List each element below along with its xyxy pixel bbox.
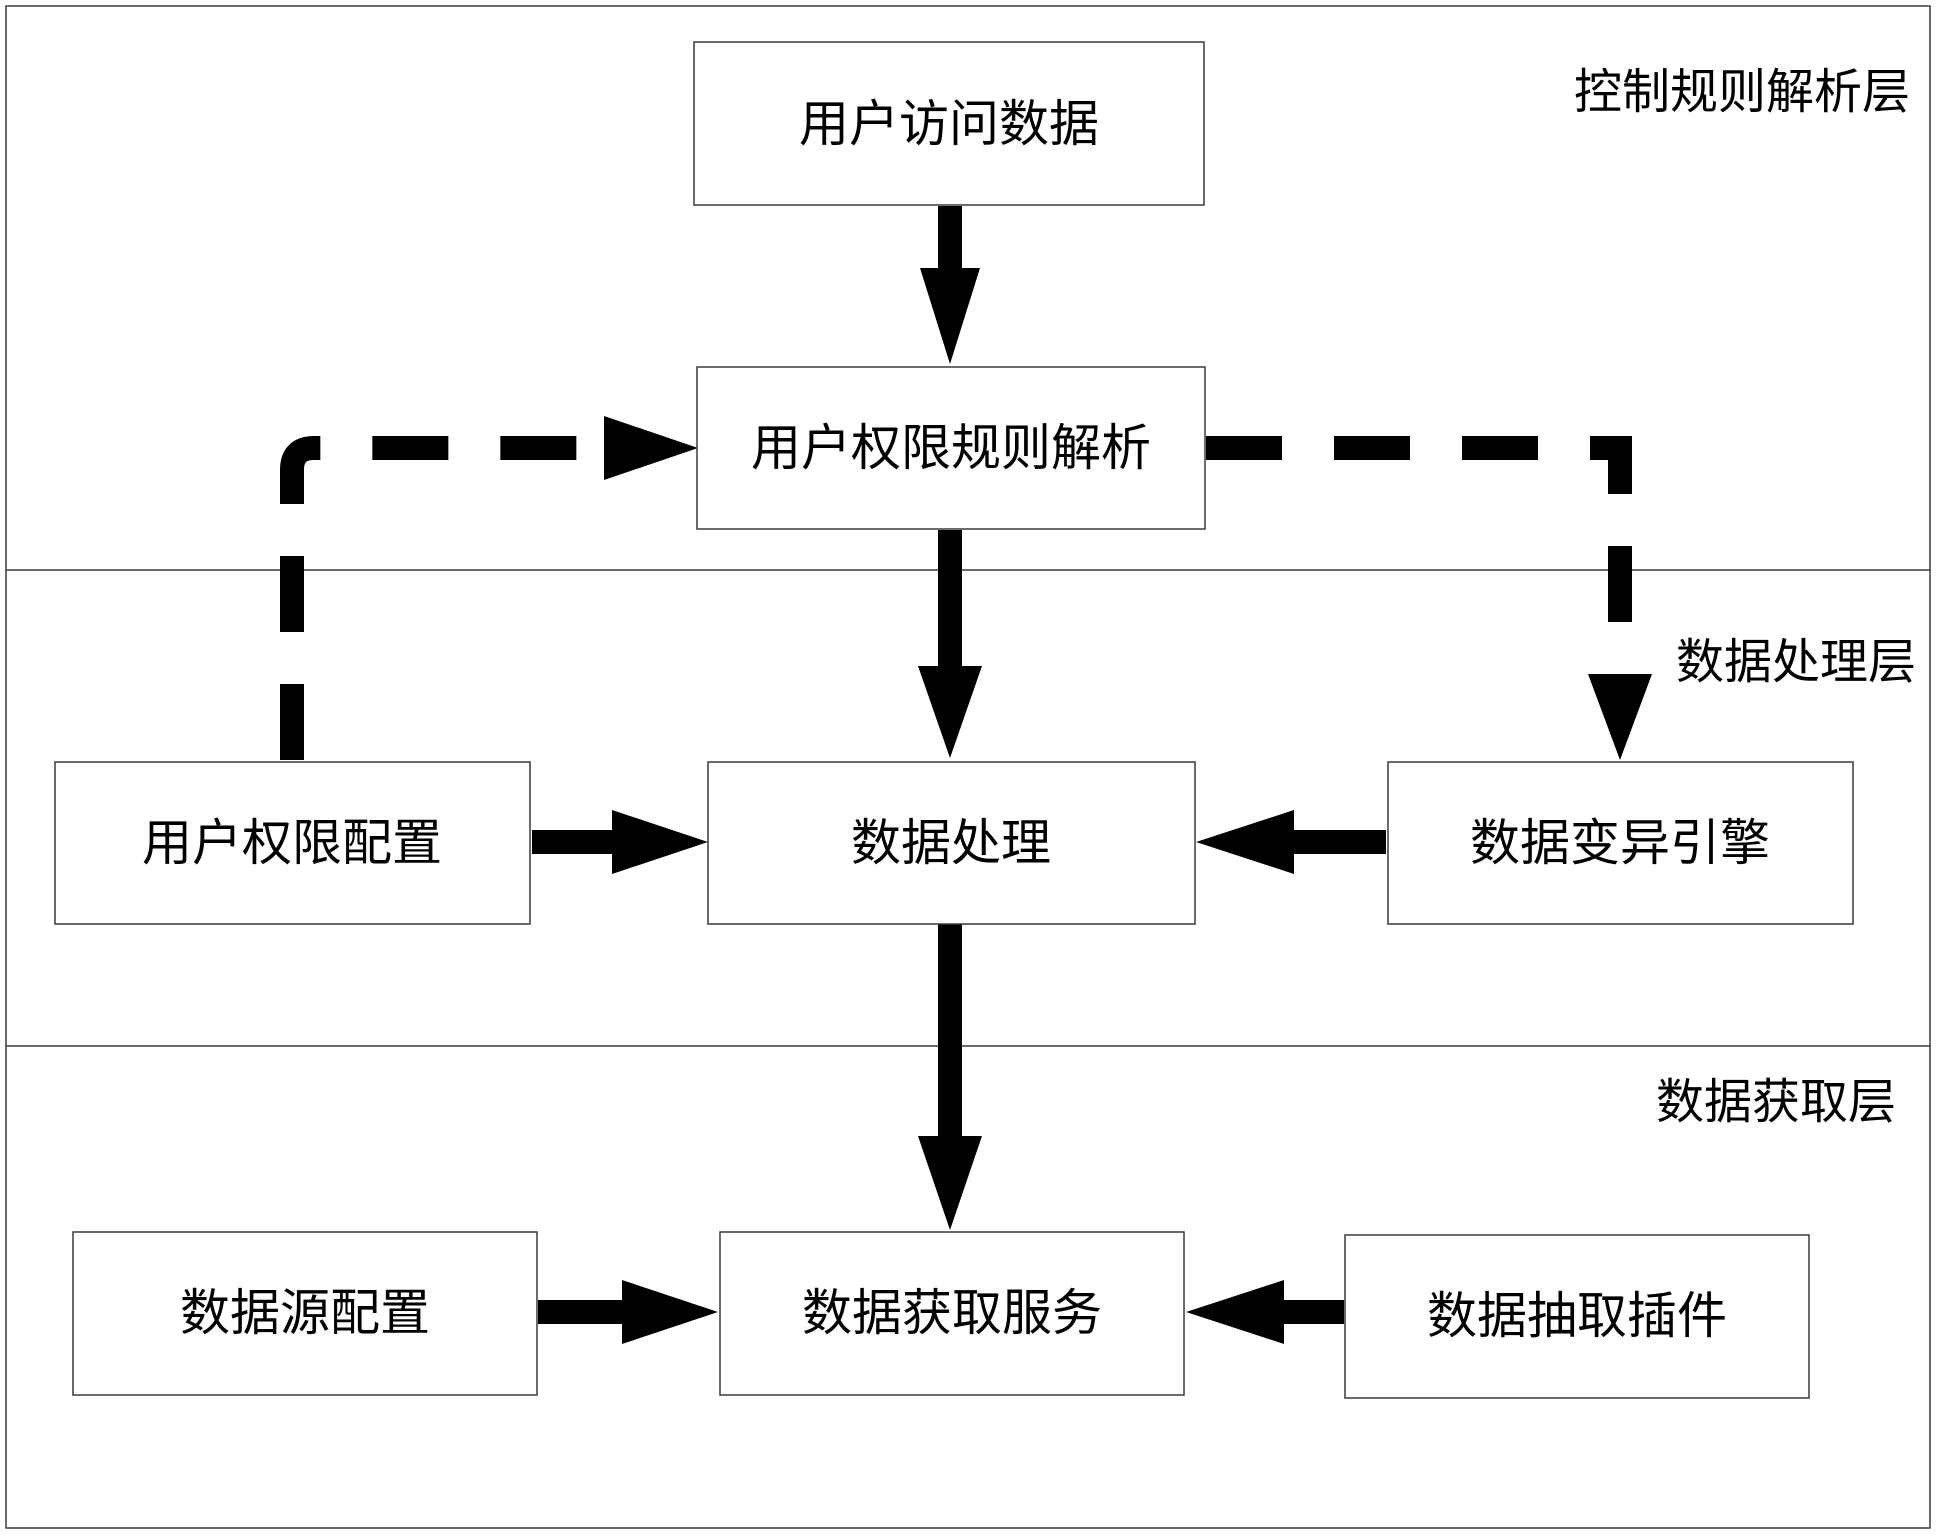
edge-parsing-to-processing: [918, 530, 982, 758]
node-user-access-data-label: 用户访问数据: [799, 95, 1099, 153]
edge-parsing-to-engine: [1206, 448, 1652, 760]
node-permission-rule-parsing: 用户权限规则解析: [697, 367, 1205, 529]
node-data-processing: 数据处理: [708, 762, 1195, 924]
edge-config-to-parsing: [292, 416, 698, 760]
edge-access-to-parsing: [920, 206, 980, 364]
node-permission-config-label: 用户权限配置: [142, 814, 442, 872]
edge-engine-to-processing: [1196, 810, 1386, 874]
node-mutation-engine-label: 数据变异引擎: [1470, 814, 1770, 872]
node-permission-rule-parsing-label: 用户权限规则解析: [751, 419, 1151, 477]
edge-plugin-to-service: [1186, 1280, 1344, 1344]
node-datasource-config: 数据源配置: [73, 1232, 537, 1395]
node-acquisition-service: 数据获取服务: [720, 1232, 1184, 1395]
node-permission-config: 用户权限配置: [55, 762, 530, 924]
node-datasource-config-label: 数据源配置: [180, 1284, 430, 1342]
node-user-access-data: 用户访问数据: [694, 42, 1204, 205]
node-mutation-engine: 数据变异引擎: [1388, 762, 1853, 924]
node-acquisition-service-label: 数据获取服务: [802, 1284, 1102, 1342]
edge-processing-to-service: [918, 924, 982, 1230]
layer-label-control: 控制规则解析层: [1574, 64, 1910, 120]
node-extraction-plugin-label: 数据抽取插件: [1427, 1287, 1727, 1345]
edge-config-to-processing: [532, 810, 708, 874]
edge-datasource-to-service: [538, 1280, 718, 1344]
node-extraction-plugin: 数据抽取插件: [1345, 1235, 1809, 1398]
layer-label-acquisition: 数据获取层: [1656, 1074, 1896, 1130]
node-data-processing-label: 数据处理: [851, 814, 1051, 872]
layer-label-processing: 数据处理层: [1676, 634, 1916, 690]
